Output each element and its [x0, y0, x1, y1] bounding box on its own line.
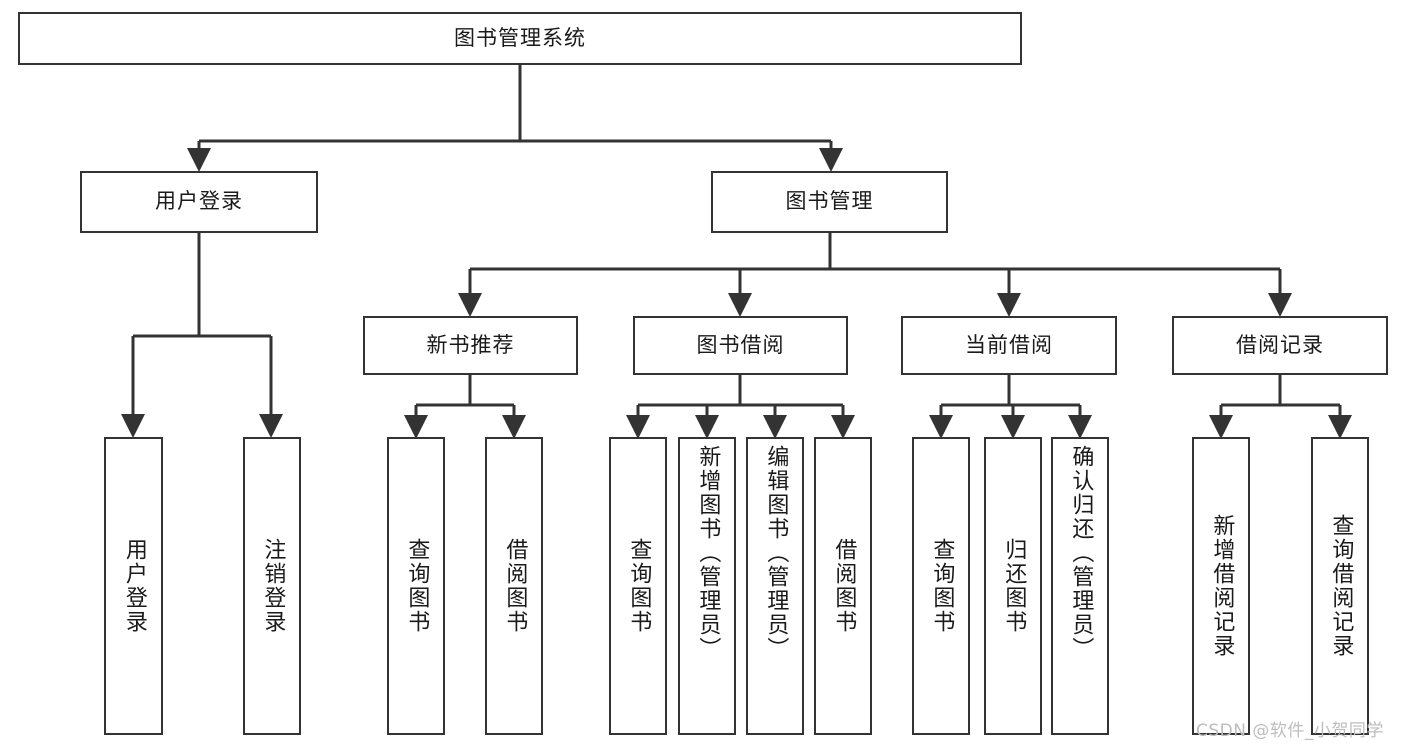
leaf-edit-book[interactable]: 编辑图书（管理员）	[746, 437, 804, 735]
leaf-return-book[interactable]: 归还图书	[984, 437, 1042, 735]
leaf-borrow-book-1[interactable]: 借阅图书	[485, 437, 543, 735]
node-root[interactable]: 图书管理系统	[18, 12, 1022, 65]
leaf-query-book-3-label: 查询图书	[929, 538, 955, 634]
leaf-query-book-3[interactable]: 查询图书	[912, 437, 970, 735]
leaf-borrow-book-2-label: 借阅图书	[831, 538, 857, 634]
leaf-add-book[interactable]: 新增图书（管理员）	[678, 437, 736, 735]
node-book-borrow[interactable]: 图书借阅	[633, 316, 848, 375]
leaf-user-logout-label: 注销登录	[260, 538, 286, 634]
leaf-query-record-label: 查询借阅记录	[1328, 514, 1354, 658]
node-book-management-label: 图书管理	[785, 189, 874, 214]
node-book-borrow-label: 图书借阅	[696, 332, 785, 357]
csdn-watermark: CSDN @软件_小贺同学	[1196, 721, 1384, 741]
node-book-management[interactable]: 图书管理	[711, 171, 948, 233]
leaf-add-record-label: 新增借阅记录	[1209, 514, 1235, 658]
leaf-user-logout[interactable]: 注销登录	[243, 437, 301, 735]
leaf-add-record[interactable]: 新增借阅记录	[1192, 437, 1250, 735]
node-user-login-label: 用户登录	[155, 189, 243, 214]
node-new-book-recommend-label: 新书推荐	[426, 332, 515, 357]
leaf-query-book-1[interactable]: 查询图书	[387, 437, 445, 735]
leaf-borrow-book-1-label: 借阅图书	[502, 538, 528, 634]
leaf-query-book-2-label: 查询图书	[626, 538, 652, 634]
node-root-label: 图书管理系统	[454, 25, 586, 50]
node-new-book-recommend[interactable]: 新书推荐	[363, 316, 578, 375]
leaf-confirm-return-label: 确认归还（管理员）	[1068, 445, 1094, 661]
leaf-query-book-2[interactable]: 查询图书	[609, 437, 667, 735]
leaf-edit-book-label: 编辑图书（管理员）	[763, 445, 789, 661]
node-user-login[interactable]: 用户登录	[80, 171, 318, 233]
leaf-user-login-label: 用户登录	[121, 538, 147, 634]
leaf-add-book-label: 新增图书（管理员）	[695, 445, 721, 661]
leaf-confirm-return[interactable]: 确认归还（管理员）	[1051, 437, 1109, 735]
node-borrow-record-label: 借阅记录	[1236, 332, 1324, 357]
node-borrow-record[interactable]: 借阅记录	[1172, 316, 1388, 375]
leaf-query-book-1-label: 查询图书	[404, 538, 430, 634]
node-current-borrow[interactable]: 当前借阅	[901, 316, 1117, 375]
leaf-user-login[interactable]: 用户登录	[104, 437, 163, 735]
node-current-borrow-label: 当前借阅	[965, 332, 1053, 357]
leaf-query-record[interactable]: 查询借阅记录	[1311, 437, 1369, 735]
leaf-return-book-label: 归还图书	[1001, 538, 1027, 634]
leaf-borrow-book-2[interactable]: 借阅图书	[814, 437, 872, 735]
